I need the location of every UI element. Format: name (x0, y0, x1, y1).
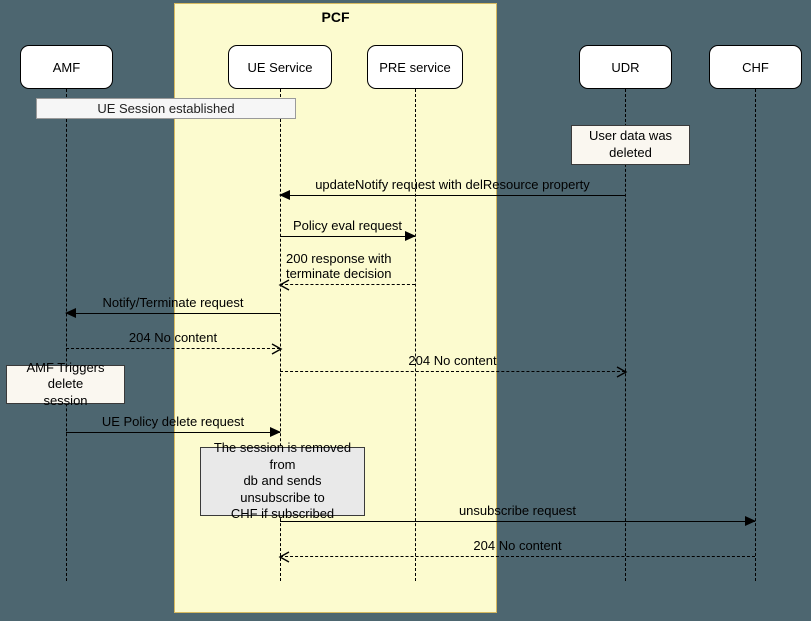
group-title-pcf: PCF (321, 9, 350, 25)
message-line (66, 432, 280, 433)
note-line: The session is removed from (213, 439, 352, 472)
lifeline-pre-service (415, 89, 416, 581)
note-line: CHF if subscribed (230, 506, 335, 522)
arrowhead-left-icon (279, 190, 290, 200)
message-label-line: terminate decision (286, 266, 392, 282)
participant-ue-service[interactable]: UE Service (228, 45, 332, 89)
message-label-line: 200 response with (286, 251, 392, 267)
message-label: 200 response with terminate decision (286, 251, 421, 282)
message-200-response[interactable]: 200 response with terminate decision (278, 251, 415, 291)
arrowhead-left-open-icon (278, 550, 290, 563)
message-ue-policy-delete-request[interactable]: UE Policy delete request (66, 414, 281, 437)
note-line: deleted (609, 145, 652, 160)
message-204-no-content-udr[interactable]: 204 No content (280, 353, 628, 378)
message-line (66, 313, 280, 314)
message-update-notify[interactable]: updateNotify request with delResource pr… (279, 177, 625, 200)
participant-chf[interactable]: CHF (709, 45, 802, 89)
message-line (280, 195, 625, 196)
arrowhead-right-icon (745, 516, 756, 526)
participant-amf[interactable]: AMF (20, 45, 113, 89)
message-line (280, 284, 415, 285)
note-amf-triggers-delete-session: AMF Triggers delete session (6, 360, 125, 408)
message-label: UE Policy delete request (101, 414, 245, 430)
arrowhead-right-open-icon (616, 365, 628, 378)
arrowhead-right-icon (270, 427, 281, 437)
lifeline-chf (755, 89, 756, 581)
lifeline-amf (66, 89, 67, 581)
lifeline-ue-service (280, 89, 281, 581)
message-line (280, 371, 625, 372)
arrowhead-left-open-icon (278, 278, 290, 291)
message-policy-eval-request[interactable]: Policy eval request (280, 218, 416, 241)
note-ue-session-established: UE Session established (36, 98, 296, 119)
message-line (66, 348, 280, 349)
message-204-no-content-amf[interactable]: 204 No content (66, 330, 283, 355)
note-user-data-deleted: User data was deleted (571, 125, 690, 165)
message-204-no-content-chf[interactable]: 204 No content (278, 538, 755, 563)
message-label: Policy eval request (292, 218, 403, 234)
message-line (280, 521, 755, 522)
arrowhead-right-open-icon (271, 342, 283, 355)
message-line (280, 236, 415, 237)
participant-udr[interactable]: UDR (579, 45, 672, 89)
message-label: Notify/Terminate request (102, 295, 244, 311)
note-line: AMF Triggers delete (26, 359, 105, 392)
message-label: updateNotify request with delResource pr… (315, 177, 590, 193)
message-unsubscribe-request[interactable]: unsubscribe request (280, 503, 756, 526)
message-label: 204 No content (408, 353, 497, 369)
message-label: 204 No content (473, 538, 562, 554)
arrowhead-right-icon (405, 231, 416, 241)
message-label: 204 No content (128, 330, 218, 346)
note-line: User data was (588, 128, 673, 144)
note-line: session (43, 392, 88, 408)
note-line: db and sends unsubscribe to (240, 473, 325, 505)
message-line (280, 556, 755, 557)
lifeline-udr (625, 89, 626, 581)
message-label: unsubscribe request (458, 503, 577, 519)
participant-pre-service[interactable]: PRE service (367, 45, 463, 89)
note-session-removed: The session is removed from db and sends… (200, 440, 365, 521)
arrowhead-left-icon (65, 308, 76, 318)
message-notify-terminate-request[interactable]: Notify/Terminate request (65, 295, 280, 318)
